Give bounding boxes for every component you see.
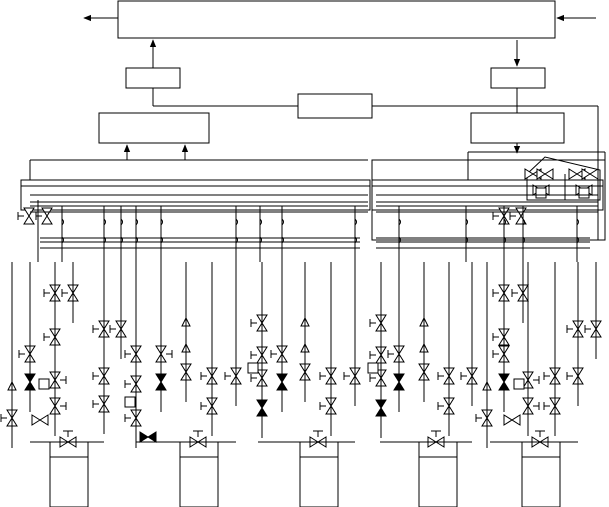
- valve-icon: [536, 168, 554, 180]
- valve-icon: [581, 168, 599, 180]
- left-small-box: [125, 67, 181, 89]
- tank: [179, 456, 219, 507]
- tank: [299, 456, 339, 507]
- tank: [418, 456, 458, 507]
- right-branch: [470, 40, 565, 154]
- tank: [521, 456, 561, 507]
- tank-row: [49, 456, 561, 507]
- actuator-icon: [124, 396, 136, 408]
- valve-icon: [139, 431, 157, 443]
- valve-icon: [503, 414, 521, 426]
- left-header-box: [98, 112, 210, 144]
- right-header-box: [470, 112, 565, 144]
- valve-icon: [23, 207, 35, 225]
- actuator-icon: [247, 362, 259, 374]
- left-manifold-frame: [20, 179, 371, 211]
- actuator-icon: [578, 187, 590, 199]
- top-main-unit: [83, 0, 596, 39]
- actuator-icon: [513, 378, 525, 390]
- tank: [49, 456, 89, 507]
- valve-icon: [31, 414, 49, 426]
- pipe-network: [11, 185, 603, 457]
- actuator-icon: [367, 362, 379, 374]
- valve-icon: [568, 168, 586, 180]
- right-small-box: [490, 67, 546, 89]
- main-unit-box: [117, 0, 556, 39]
- actuator-icon: [535, 187, 547, 199]
- valve-icon: [41, 207, 53, 225]
- valve-group: [0, 168, 602, 448]
- left-branch: [98, 39, 298, 160]
- actuator-icon: [38, 378, 50, 390]
- middle-box: [297, 93, 373, 119]
